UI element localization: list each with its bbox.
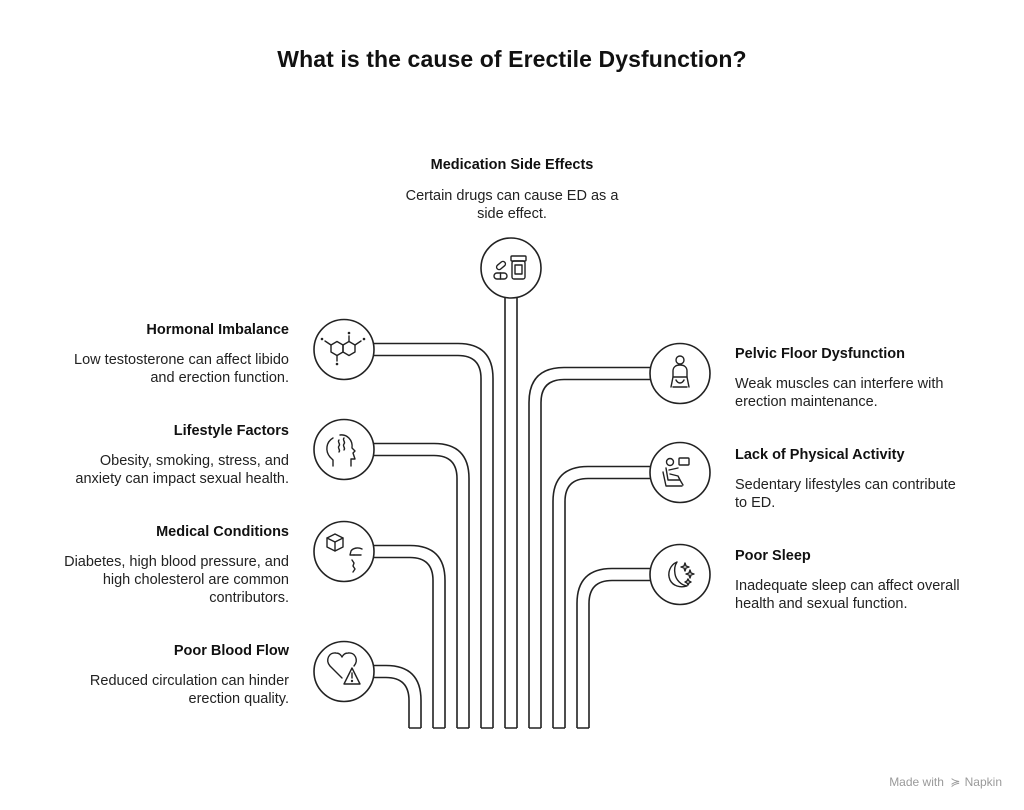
- icon-circle-bloodflow: [313, 640, 375, 703]
- icon-circle-sleep: [649, 543, 711, 606]
- head-smoke-icon: [326, 434, 356, 467]
- cause-desc-sleep: Inadequate sleep can affect overall heal…: [735, 578, 960, 612]
- page-title: What is the cause of Erectile Dysfunctio…: [277, 46, 747, 72]
- made-with-napkin[interactable]: Made with ≽ Napkin: [889, 775, 1002, 789]
- connector-hormonal: [374, 342, 494, 729]
- cause-desc-activity: Sedentary lifestyles can contribute to E…: [735, 477, 956, 511]
- cause-desc-medical: Diabetes, high blood pressure, and high …: [64, 554, 289, 606]
- napkin-logo-icon: ≽: [950, 775, 961, 789]
- icon-circle-medical: [313, 520, 375, 583]
- cause-title-medical: Medical Conditions: [156, 524, 289, 540]
- connector-bloodflow: [374, 664, 422, 729]
- connector-medication: [504, 298, 518, 729]
- cause-title-lifestyle: Lifestyle Factors: [173, 423, 289, 439]
- cause-title-sleep: Poor Sleep: [735, 548, 811, 564]
- cause-title-bloodflow: Poor Blood Flow: [173, 643, 289, 659]
- heart-warning-icon: [327, 652, 361, 685]
- connector-pelvic: [528, 366, 652, 729]
- icon-circle-medication: [480, 237, 542, 299]
- icon-circle-pelvic: [649, 342, 711, 405]
- reclining-person-icon: [662, 457, 690, 487]
- cause-title-activity: Lack of Physical Activity: [735, 447, 905, 463]
- molecule-icon: [320, 331, 366, 366]
- cause-title-pelvic: Pelvic Floor Dysfunction: [735, 346, 905, 362]
- cube-face-icon: [326, 533, 363, 573]
- cause-desc-hormonal: Low testosterone can affect libido and e…: [74, 352, 289, 386]
- connector-lifestyle: [374, 442, 470, 729]
- icon-circle-hormonal: [313, 318, 375, 381]
- footer-brand: Napkin: [964, 775, 1002, 789]
- cause-desc-lifestyle: Obesity, smoking, stress, and anxiety ca…: [75, 453, 289, 487]
- pill-bottle-icon: [493, 255, 527, 280]
- connector-medical: [374, 544, 446, 729]
- cause-title-hormonal: Hormonal Imbalance: [146, 322, 289, 338]
- moon-stars-icon: [668, 561, 695, 588]
- cause-desc-medication: Certain drugs can cause ED as a side eff…: [405, 188, 619, 222]
- cause-desc-pelvic: Weak muscles can interfere with erection…: [735, 376, 944, 410]
- cause-desc-bloodflow: Reduced circulation can hinder erection …: [89, 673, 289, 707]
- person-seated-icon: [670, 355, 690, 388]
- connector-sleep: [576, 567, 652, 729]
- cause-title-medication: Medication Side Effects: [430, 157, 594, 173]
- footer-prefix: Made with: [889, 775, 944, 789]
- icon-circle-activity: [649, 441, 711, 504]
- connector-activity: [552, 465, 652, 729]
